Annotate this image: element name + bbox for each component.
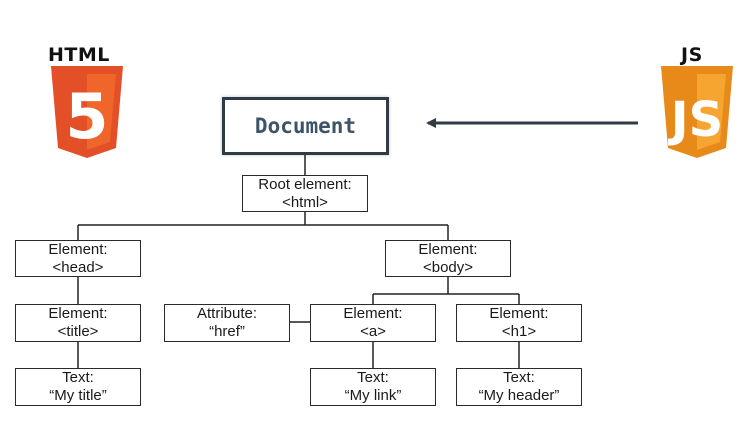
node-tag: “href” xyxy=(209,323,245,340)
node-label: Root element: xyxy=(258,175,352,193)
node-label: Text: xyxy=(62,369,94,386)
node-tag: <h1> xyxy=(501,323,537,340)
root-element-node: Root element: <html> xyxy=(242,175,368,212)
js-shield-icon: JS xyxy=(661,66,733,158)
node-label: Element: xyxy=(343,305,403,322)
text-node-my-link: Text: “My link” xyxy=(310,368,436,406)
head-element-node: Element: <head> xyxy=(15,240,141,277)
document-label: Document xyxy=(254,114,357,138)
js-logo-glyph: JS xyxy=(668,92,723,148)
node-label: Text: xyxy=(503,369,535,386)
node-label: Element: xyxy=(489,305,549,322)
h1-element-node: Element: <h1> xyxy=(456,304,582,342)
node-tag: <title> xyxy=(57,323,99,340)
document-node: Document xyxy=(222,97,389,155)
node-text-value: “My title” xyxy=(49,387,107,404)
node-label: Text: xyxy=(357,369,389,386)
node-label: Element: xyxy=(418,240,478,258)
text-node-my-title: Text: “My title” xyxy=(15,368,141,406)
node-text-value: “My header” xyxy=(478,387,560,404)
node-label: Element: xyxy=(48,240,108,258)
title-element-node: Element: <title> xyxy=(15,304,141,342)
node-tag: <html> xyxy=(282,193,328,211)
a-element-node: Element: <a> xyxy=(310,304,436,342)
body-element-node: Element: <body> xyxy=(385,240,511,277)
node-label: Element: xyxy=(48,305,108,322)
node-text-value: “My link” xyxy=(344,387,402,404)
node-tag: <body> xyxy=(422,258,474,276)
html5-digit: 5 xyxy=(65,80,108,153)
text-node-my-header: Text: “My header” xyxy=(456,368,582,406)
node-tag: <head> xyxy=(52,258,104,276)
html-logo-label: HTML xyxy=(48,44,110,66)
html5-shield-icon: 5 xyxy=(51,66,123,158)
node-label: Attribute: xyxy=(196,305,258,322)
href-attribute-node: Attribute: “href” xyxy=(164,304,290,342)
node-tag: <a> xyxy=(360,323,386,340)
js-logo-label: JS xyxy=(681,44,703,66)
